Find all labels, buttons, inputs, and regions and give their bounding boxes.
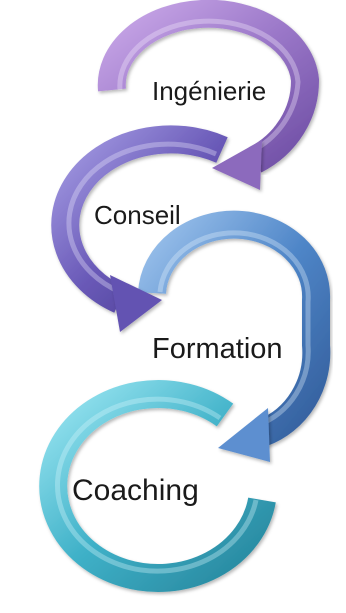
coaching-label: Coaching (72, 474, 199, 507)
ingenierie-arrow-inner-highlight (117, 18, 301, 155)
ingenierie-label: Ingénierie (152, 76, 266, 106)
formation-label: Formation (152, 333, 283, 365)
formation-arrow-head (218, 408, 270, 462)
coaching-arrow-ring (39, 380, 276, 592)
conseil-arrow-ring (51, 125, 228, 313)
formation-arrow-ring (138, 210, 331, 447)
ingenierie-arrow-ring (97, 0, 320, 173)
conseil-arrow-inner-highlight (66, 141, 218, 295)
conseil-label: Conseil (94, 200, 181, 230)
conseil-arrow-head (110, 275, 162, 332)
step-formation: Formation (138, 210, 331, 462)
step-ingenierie: Ingénierie (97, 0, 320, 190)
step-conseil: Conseil (51, 125, 228, 332)
step-coaching: Coaching (39, 380, 276, 592)
ingenierie-arrow-head (212, 140, 262, 190)
formation-arrow-inner-highlight (157, 230, 311, 428)
coaching-arrow-inner-highlight (55, 396, 259, 574)
